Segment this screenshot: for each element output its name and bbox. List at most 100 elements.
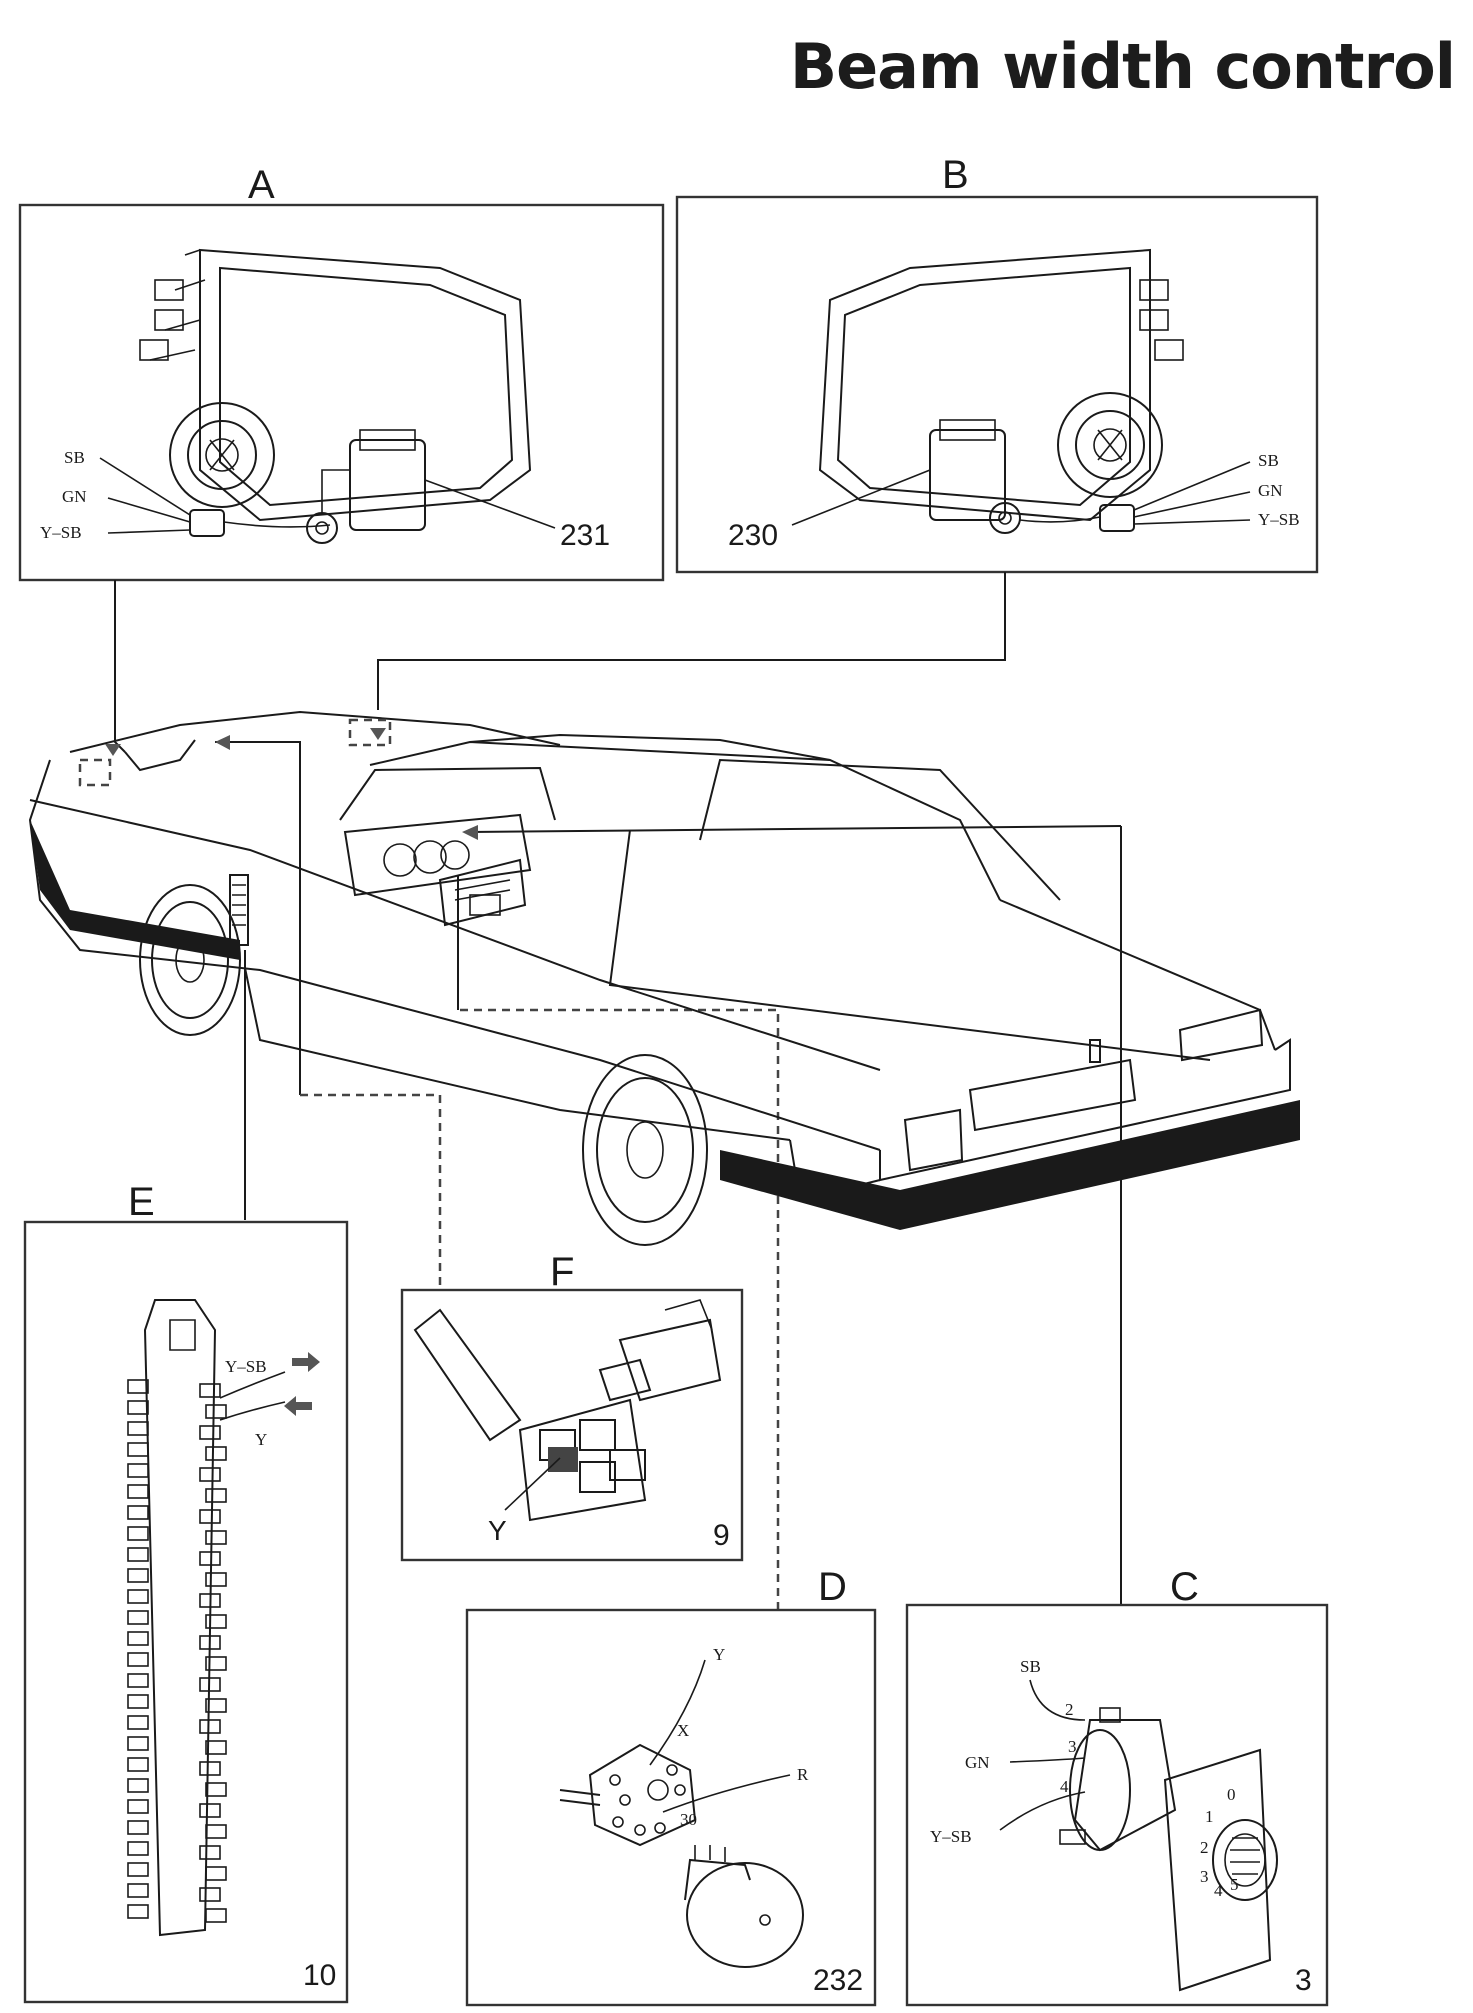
switch-front-illustration [1059, 1707, 1278, 1992]
panel-c-dial-3: 3 [1200, 1867, 1209, 1886]
terminal-tab-right [199, 1887, 221, 1902]
panel-f-part-number: 9 [713, 1519, 730, 1552]
terminal-tab-left [127, 1484, 149, 1499]
panel-b-frame [675, 195, 1319, 574]
panel-c-wire-ysb: Y–SB [930, 1827, 972, 1846]
panel-b-letter: B [942, 153, 969, 197]
terminal-tab-right [205, 1740, 227, 1755]
terminal-tab-left [127, 1757, 149, 1772]
terminal-tab-left [127, 1631, 149, 1646]
panel-c-terminal-4: 4 [1060, 1777, 1069, 1796]
panel-c-dial-2: 2 [1200, 1838, 1209, 1857]
terminal-tab-left [127, 1841, 149, 1856]
terminal-tab-right [199, 1719, 221, 1734]
terminal-tab-right [199, 1467, 221, 1482]
terminal-tab-left [127, 1379, 149, 1394]
panel-a: A SB GN Y–SB 231 [18, 163, 665, 582]
panel-d-label-y: Y [713, 1645, 725, 1664]
terminal-tab-left [127, 1526, 149, 1541]
terminal-tab-right [199, 1761, 221, 1776]
panel-c-wire-sb: SB [1020, 1657, 1041, 1676]
panel-d: D Y X R 30 232 [465, 1565, 877, 2007]
panel-a-wire-gn: GN [62, 487, 87, 506]
panel-a-letter: A [248, 163, 275, 207]
panel-c-wire-gn: GN [965, 1753, 990, 1772]
panel-d-label-x: X [677, 1721, 689, 1740]
panel-a-wire-sb: SB [64, 448, 85, 467]
terminal-tab-right [205, 1488, 227, 1503]
panel-d-letter: D [818, 1565, 847, 1609]
headlamp-right-illustration [818, 248, 1184, 534]
panel-b-wire-ysb: Y–SB [1258, 510, 1300, 529]
panel-b-wire-sb: SB [1258, 451, 1279, 470]
panel-e: E Y–SB Y 10 [23, 1180, 349, 2004]
switch-rear-illustration [559, 1743, 804, 1968]
panel-c-dial-5: 5 [1230, 1875, 1239, 1894]
terminal-tab-left [127, 1883, 149, 1898]
panel-c-terminal-3: 3 [1068, 1737, 1077, 1756]
panel-f: F Y 9 [400, 1250, 744, 1562]
terminal-tab-left [127, 1778, 149, 1793]
terminal-tab-left [127, 1442, 149, 1457]
arrow-in-icon [284, 1396, 312, 1416]
terminal-tab-right [205, 1866, 227, 1881]
terminal-tab-left [127, 1400, 149, 1415]
panel-b: B SB GN Y–SB 230 [675, 153, 1319, 574]
panel-e-wire-y: Y [255, 1430, 267, 1449]
terminal-tab-left [127, 1799, 149, 1814]
panel-f-letter: F [550, 1250, 574, 1294]
terminal-tab-right [205, 1908, 227, 1923]
panel-b-part-number: 230 [728, 519, 778, 552]
terminal-tab-right [205, 1698, 227, 1713]
terminal-tab-right [205, 1656, 227, 1671]
panel-a-part-number: 231 [560, 519, 610, 552]
terminal-tab-left [127, 1736, 149, 1751]
terminal-tab-left [127, 1463, 149, 1478]
arrow-out-icon [292, 1352, 320, 1372]
terminal-tab-right [199, 1803, 221, 1818]
panel-d-frame [465, 1608, 877, 2007]
terminal-tab-left [127, 1820, 149, 1835]
terminal-tab-right [205, 1572, 227, 1587]
panel-c-frame [905, 1603, 1329, 2007]
panel-d-part-number: 232 [813, 1964, 863, 1997]
panel-c-part-number: 3 [1295, 1964, 1312, 1997]
panel-f-wire-y: Y [488, 1515, 507, 1546]
panel-c-terminal-2: 2 [1065, 1700, 1074, 1719]
terminal-tab-right [199, 1635, 221, 1650]
terminal-tab-right [199, 1677, 221, 1692]
terminal-tab-left [127, 1694, 149, 1709]
terminal-tab-left [127, 1421, 149, 1436]
headlamp-left-illustration [139, 248, 532, 544]
terminal-tab-left [127, 1568, 149, 1583]
terminal-tab-right [199, 1845, 221, 1860]
terminal-tab-right [199, 1551, 221, 1566]
panel-d-label-r: R [797, 1765, 809, 1784]
panel-e-letter: E [128, 1180, 155, 1224]
terminal-tab-right [205, 1824, 227, 1839]
panel-c-dial-4: 4 [1214, 1881, 1223, 1900]
panel-d-label-30: 30 [680, 1810, 697, 1829]
terminal-tab-right [199, 1383, 221, 1398]
connector-lines [114, 572, 1122, 1610]
page-title: Beam width control [789, 30, 1456, 103]
panel-c-dial-1: 1 [1205, 1807, 1214, 1826]
terminal-tab-left [127, 1862, 149, 1877]
panel-c: C SB GN Y–SB 2 3 4 0 1 2 3 4 5 3 [905, 1565, 1329, 2007]
terminal-block-illustration [127, 1299, 227, 1937]
panel-b-wire-gn: GN [1258, 481, 1283, 500]
terminal-tab-right [199, 1593, 221, 1608]
terminal-tab-left [127, 1610, 149, 1625]
panel-c-dial-0: 0 [1227, 1785, 1236, 1804]
panel-e-wire-ysb: Y–SB [225, 1357, 267, 1376]
car-illustration [28, 710, 1300, 1246]
panel-e-frame [23, 1220, 349, 2004]
terminal-tab-left [127, 1715, 149, 1730]
terminal-tab-right [205, 1782, 227, 1797]
terminal-tab-right [199, 1425, 221, 1440]
panel-a-frame [18, 203, 665, 582]
terminal-tab-right [205, 1404, 227, 1419]
terminal-tab-left [127, 1904, 149, 1919]
terminal-tab-left [127, 1505, 149, 1520]
